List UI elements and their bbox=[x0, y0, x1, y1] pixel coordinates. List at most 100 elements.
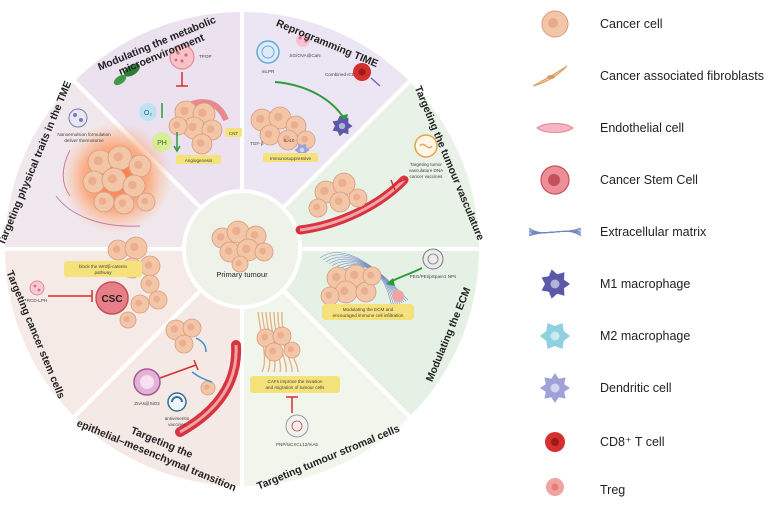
cancer-cell-icon bbox=[124, 236, 148, 260]
cancer-cell-icon bbox=[277, 129, 299, 151]
wnt-box-line2: pathway bbox=[94, 270, 112, 275]
cancer-cell-icon bbox=[122, 174, 146, 198]
cancer-cell-icon bbox=[130, 294, 150, 314]
segment-wedge bbox=[242, 80, 480, 249]
time-segment-art: mLPR SG/OVA@CaN Combined ICB TGF-β IL-10… bbox=[250, 33, 381, 162]
stromal-segment-art: CAFs improve the invasion and migration … bbox=[250, 311, 340, 447]
fibroblast-icon bbox=[532, 65, 568, 87]
blue-migration-arrow bbox=[191, 371, 213, 383]
legend-label: CD8⁺ T cell bbox=[600, 435, 665, 449]
cancer-cell-icon bbox=[362, 266, 382, 286]
cancer-cell-icon bbox=[308, 198, 328, 218]
antivimentin-vaccine-icon bbox=[167, 392, 187, 412]
treg-icon bbox=[546, 478, 564, 496]
cancer-cell-icon bbox=[119, 311, 137, 329]
ph-label: PH bbox=[157, 140, 167, 147]
antivimentin-line1: antivimentin bbox=[165, 416, 190, 421]
matrix-fibre bbox=[331, 260, 401, 305]
cancer-cell-icon bbox=[174, 334, 194, 354]
cancer-cell-icon bbox=[226, 220, 250, 244]
angiogenesis-label: Angiogenesis bbox=[185, 158, 213, 163]
csc-segment-art: CSC block the Wnt/β-catenin pathway RCD-… bbox=[27, 236, 168, 329]
cnt-label: CNT bbox=[229, 131, 239, 136]
cd8-t-cell-icon bbox=[545, 432, 565, 452]
nanoparticle-icon bbox=[422, 248, 444, 270]
cancer-cell-icon bbox=[113, 193, 135, 215]
ecm-segment-art: PEG/PEI/pSpam1 NPs Modulating the ECM an… bbox=[319, 248, 457, 320]
cancer-cell-icon bbox=[348, 188, 368, 208]
tpop-label: TPOP bbox=[199, 54, 212, 59]
antivimentin-line2: vaccines bbox=[168, 422, 187, 427]
green-activation-arrow bbox=[274, 81, 346, 121]
caf-box-line1: CAFs improve the invasion bbox=[268, 379, 323, 384]
nanoparticle-cluster-icon bbox=[113, 74, 127, 86]
cancer-cell-icon bbox=[332, 172, 356, 196]
il10-label: IL-10 bbox=[284, 138, 295, 143]
wheel-segments bbox=[3, 10, 480, 487]
cancer-cell-icon bbox=[82, 170, 106, 194]
tgfb-label: TGF-β bbox=[250, 141, 264, 146]
nanoparticle-cluster-icon bbox=[124, 63, 140, 77]
endothelial-cell-icon bbox=[536, 123, 574, 133]
segment-wedge bbox=[73, 10, 242, 250]
rcd-lph-nanoparticle-icon bbox=[29, 280, 45, 296]
matrix-fibres-icon bbox=[528, 227, 582, 237]
fibroblast-icon bbox=[257, 311, 266, 373]
treg-icon bbox=[392, 290, 404, 302]
nanoemulsion-icon bbox=[68, 108, 88, 128]
matrix-fibre bbox=[328, 258, 403, 304]
sgova-label: SG/OVA@CaN bbox=[289, 53, 320, 58]
wnt-box-line1: block the Wnt/β-catenin bbox=[79, 264, 128, 269]
cancer-cell-icon bbox=[182, 318, 202, 338]
nanoemulsion-line2: deliver thermotome bbox=[64, 138, 104, 143]
combined-icb-label: Combined ICB bbox=[325, 72, 355, 77]
cancer-cell-icon bbox=[168, 116, 188, 136]
physical-segment-art: Nanoemulsion formulation deliver thermot… bbox=[55, 108, 172, 234]
cancer-cell-icon bbox=[101, 167, 127, 193]
legend-label: Cancer cell bbox=[600, 17, 663, 31]
legend-label: M2 macrophage bbox=[600, 329, 690, 343]
cancer-cell-icon bbox=[254, 242, 274, 262]
primary-tumour-hub: Primary tumour bbox=[182, 189, 302, 309]
dendritic-cell-icon bbox=[540, 373, 570, 403]
cancer-cell-icon bbox=[320, 286, 340, 306]
m1-macrophage-icon bbox=[541, 269, 570, 299]
inhibition-line bbox=[392, 177, 409, 186]
cancer-cell-icon bbox=[256, 328, 276, 348]
cancer-cell-icon bbox=[136, 192, 156, 212]
rcd-lph-label: RCD-LPH bbox=[27, 298, 47, 303]
vasculature-vaccine-line3: cancer vaccines bbox=[410, 174, 444, 179]
cancer-cell-icon bbox=[236, 238, 260, 262]
oxygen-bubble-icon bbox=[139, 103, 157, 121]
cancer-cell-icon bbox=[148, 290, 168, 310]
segment-wedge bbox=[242, 249, 411, 487]
inhibition-line bbox=[159, 364, 197, 379]
cancer-cell-icon bbox=[541, 10, 569, 38]
cancer-cell-icon bbox=[283, 341, 301, 359]
legend-label: Dendritic cell bbox=[600, 381, 672, 395]
matrix-fibre bbox=[334, 262, 399, 306]
mlpr-label: mLPR bbox=[262, 69, 275, 74]
vasculature-vaccine-line1: Targeting tumor bbox=[410, 162, 442, 167]
segment-wedge bbox=[73, 249, 242, 487]
cancer-stem-cell-icon bbox=[95, 281, 129, 315]
segment-wedge bbox=[242, 249, 480, 418]
metabolic-segment-art: TPOP O₂ PH CNT Angiogenesis bbox=[113, 44, 242, 164]
cancer-cell-icon bbox=[139, 255, 161, 277]
cancer-cell-icon bbox=[200, 380, 216, 396]
pnp-nanoparticle-icon bbox=[285, 414, 309, 438]
legend-label: Cancer Stem Cell bbox=[600, 173, 698, 187]
cancer-cell-icon bbox=[140, 274, 160, 294]
pnp-label: PNP/siCXCL12/mAb bbox=[276, 442, 319, 447]
m2-macrophage-icon bbox=[540, 323, 570, 349]
cancer-cell-icon bbox=[329, 191, 351, 213]
csc-label: CSC bbox=[101, 294, 122, 305]
primary-tumour-label: Primary tumour bbox=[216, 270, 268, 279]
legend-label: Extracellular matrix bbox=[600, 225, 707, 239]
vasculature-vaccine-line2: vasculature DNA bbox=[409, 168, 444, 173]
blue-migration-arrow bbox=[195, 337, 207, 353]
legend-label: Cancer associated fibroblasts bbox=[600, 69, 764, 83]
